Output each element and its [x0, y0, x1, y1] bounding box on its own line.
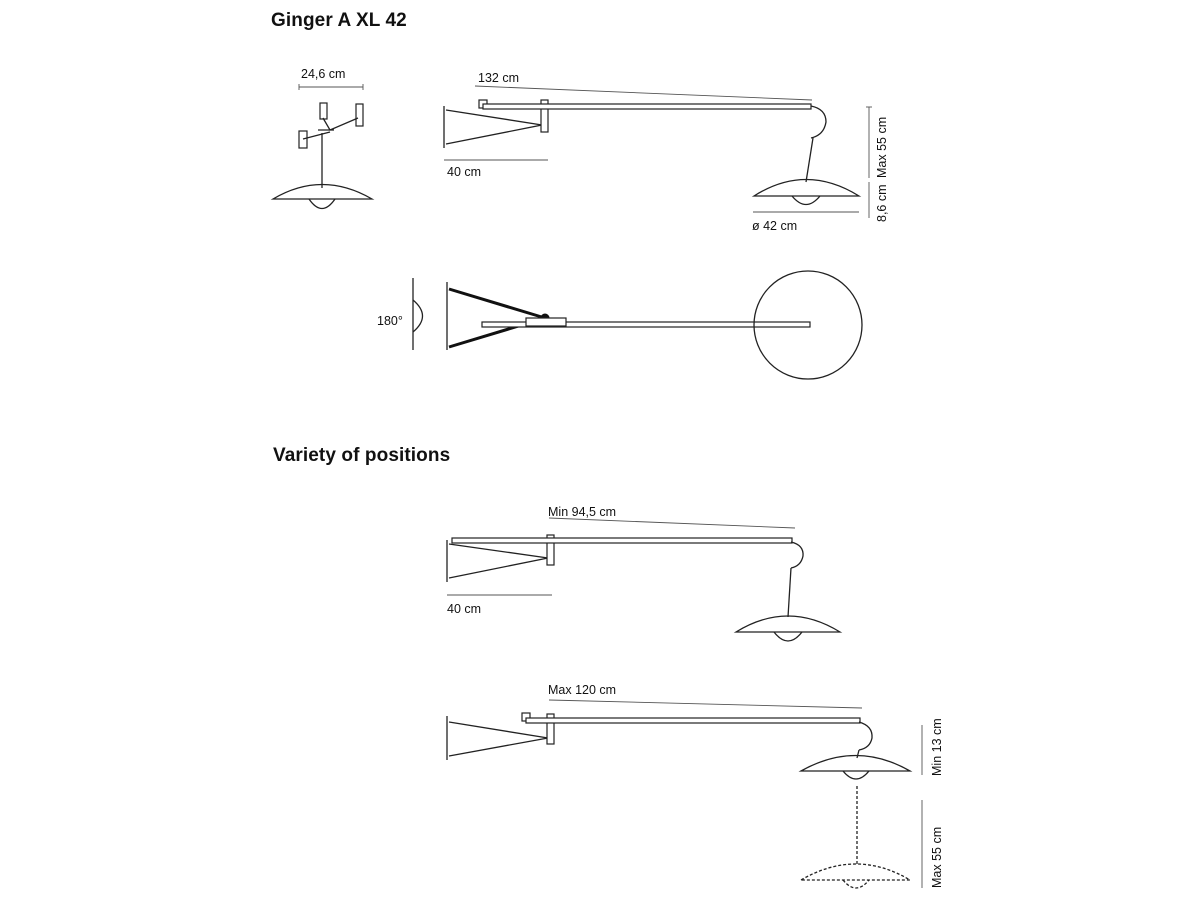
front-view: 24,6 cm [270, 67, 375, 210]
max-reach-view: Max 120 cm Min 13 cm Max 55 cm [446, 683, 944, 889]
shade-diameter-label: ø 42 cm [752, 219, 797, 233]
rotation-label: 180° [377, 314, 403, 328]
min-reach-view: Min 94,5 cm 40 cm [446, 505, 843, 642]
front-width-label: 24,6 cm [301, 67, 345, 81]
min-drop-label: Min 13 cm [930, 718, 944, 776]
bracket-depth-label: 40 cm [447, 165, 481, 179]
arm-segment [302, 131, 331, 140]
bulb [842, 770, 870, 780]
main-arm [525, 717, 861, 724]
bulb [308, 198, 336, 210]
scissor-arm [448, 543, 549, 579]
shade-height-label: 8,6 cm [875, 184, 889, 222]
arm-hook [790, 541, 804, 569]
shade [751, 178, 862, 197]
pivot-block [546, 713, 555, 745]
model-title: Ginger A XL 42 [271, 10, 407, 31]
main-arm [481, 321, 811, 328]
scissor-arm [448, 721, 549, 757]
wall-mount [319, 102, 328, 120]
side-view: 132 cm 40 cm ø 42 cm Max 55 cm 8,6 cm [443, 71, 889, 233]
main-arm [451, 537, 793, 544]
cable [787, 567, 792, 618]
shade [798, 754, 913, 772]
arm-hook [810, 105, 827, 139]
arm-length-label: 132 cm [478, 71, 519, 85]
bulb-lowered [842, 879, 870, 889]
max-reach-label: Max 120 cm [548, 683, 616, 697]
scissor-arm-upper [448, 287, 546, 320]
pivot-block [540, 99, 549, 133]
arm-joint [525, 317, 567, 327]
arm-hook [858, 721, 873, 751]
bulb [773, 631, 803, 642]
min-reach-label: Min 94,5 cm [548, 505, 616, 519]
arm-length-dimension-line [474, 85, 813, 101]
shade [733, 615, 843, 633]
pivot-block [546, 534, 555, 566]
bulb [791, 195, 821, 206]
max-drop-label: Max 55 cm [875, 117, 889, 178]
arm-joint [298, 130, 308, 149]
wall-mount [355, 103, 364, 127]
min-reach-dimension-line [548, 517, 796, 529]
cable [856, 749, 860, 759]
main-arm [482, 103, 812, 110]
scissor-arm [445, 109, 543, 145]
min-reach-bracket-label: 40 cm [447, 602, 481, 616]
cable [805, 137, 814, 183]
shade [270, 183, 375, 200]
rotation-arc [412, 299, 424, 333]
max-reach-dimension-line [548, 699, 863, 709]
positions-title: Variety of positions [273, 445, 451, 466]
shade-lowered [798, 863, 913, 881]
shade-top-outline [753, 270, 863, 380]
top-view: 180° [377, 270, 863, 380]
max-drop-2-label: Max 55 cm [930, 827, 944, 888]
swing-arm [318, 117, 359, 131]
